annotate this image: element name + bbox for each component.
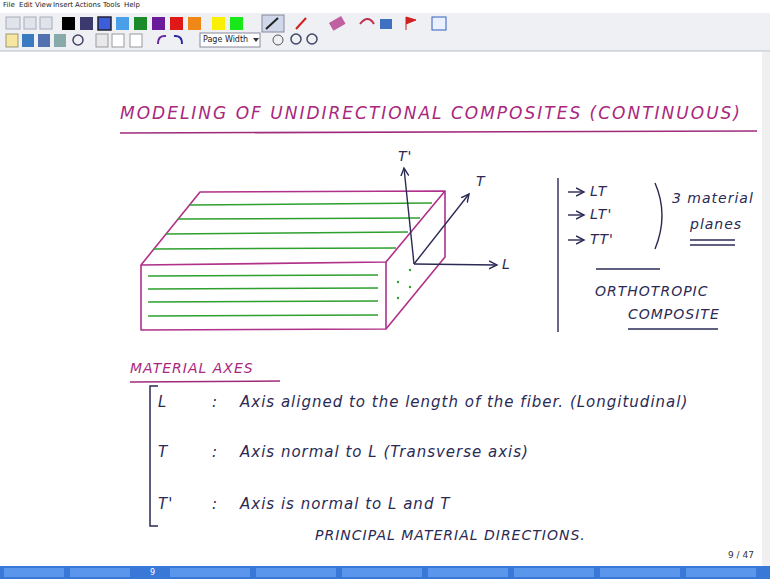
axis-definition: Axis is normal to L and T <box>240 496 450 513</box>
axis-definition: Axis aligned to the length of the fiber.… <box>240 394 688 411</box>
separator: : <box>212 496 218 513</box>
menu-item: Help <box>124 1 140 9</box>
axis-label: T <box>476 173 486 189</box>
plane-label: TT' <box>590 231 614 247</box>
menu-item: View <box>35 1 52 9</box>
menu-item: Insert <box>53 1 73 9</box>
brace-note: 3 material <box>672 190 754 206</box>
zoom-dropdown: Page Width <box>203 35 248 44</box>
property-label: ORTHOTROPIC <box>595 283 709 299</box>
separator: : <box>212 394 218 411</box>
brace-note: planes <box>690 216 742 232</box>
separator: : <box>212 444 218 461</box>
axis-arrows <box>404 168 497 265</box>
property-label: COMPOSITE <box>628 306 720 322</box>
fibers <box>148 203 432 316</box>
toolbar-icons <box>6 15 446 47</box>
page-number: 9 / 47 <box>728 550 754 560</box>
composite-slab <box>141 191 445 330</box>
section-heading: MATERIAL AXES <box>130 360 254 376</box>
axis-label: L <box>502 256 511 272</box>
axis-symbol: T <box>158 444 168 461</box>
summary-note: PRINCIPAL MATERIAL DIRECTIONS. <box>315 527 586 543</box>
menu-item: Actions <box>75 1 101 9</box>
plane-label: LT' <box>590 206 612 222</box>
axis-label: T' <box>398 148 412 164</box>
slide-title: MODELING OF UNIDIRECTIONAL COMPOSITES (C… <box>120 104 742 124</box>
menu-item: Edit <box>19 1 33 9</box>
axis-definition: Axis normal to L (Transverse axis) <box>240 444 529 461</box>
axis-symbol: T' <box>158 496 173 513</box>
axis-symbol: L <box>158 394 167 411</box>
menu-item: Tools <box>103 1 120 9</box>
plane-label: LT <box>590 183 607 199</box>
taskbar-item: 9 <box>150 568 155 577</box>
menu-item: File <box>3 1 15 9</box>
